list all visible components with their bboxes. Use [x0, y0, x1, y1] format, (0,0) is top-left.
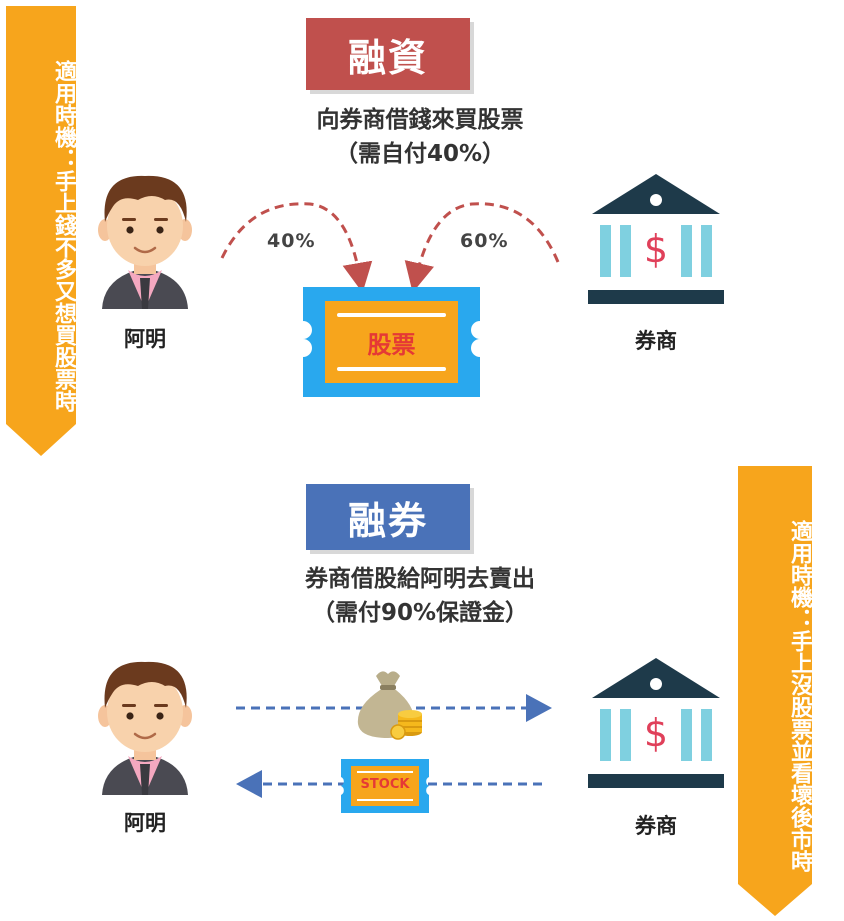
right-usage-banner: 適用時機：手上沒股票並看壞後市時 — [738, 466, 812, 916]
arrow-40-percent — [220, 202, 373, 290]
short-sell-broker-label: 券商 — [635, 814, 677, 838]
right-usage-banner-text: 適用時機：手上沒股票並看壞後市時 — [787, 520, 812, 872]
svg-text:$: $ — [644, 227, 668, 271]
short-sell-line1: 券商借股給阿明去賣出 — [305, 566, 535, 592]
short-sell-title: 融券 — [306, 484, 470, 550]
margin-buy-arrows — [220, 202, 560, 290]
stock-ticket-small-label: STOCK — [360, 777, 410, 792]
margin-buy-title-text: 融資 — [347, 35, 428, 80]
margin-buy-person-label: 阿明 — [124, 327, 166, 351]
margin-buy-line1: 向券商借錢來買股票 — [316, 107, 524, 133]
money-bag-icon — [357, 671, 422, 740]
person-amin-icon — [98, 175, 192, 309]
pct-40-label: 40% — [267, 230, 316, 252]
svg-text:$: $ — [644, 711, 668, 755]
stock-ticket-label: 股票 — [367, 331, 416, 359]
stock-ticket-small-icon: STOCK — [341, 759, 429, 813]
stock-ticket-icon: 股票 — [303, 287, 480, 397]
short-sell-title-text: 融券 — [347, 498, 428, 543]
broker-bank-icon: $ — [588, 658, 724, 788]
broker-bank-icon: $ — [588, 174, 724, 304]
short-sell-person-label: 阿明 — [124, 811, 166, 835]
short-sell-line2: （需付90%保證金） — [311, 600, 529, 626]
margin-buy-line2: （需自付40%） — [334, 141, 506, 167]
pct-60-label: 60% — [460, 230, 509, 252]
margin-buy-broker-label: 券商 — [635, 329, 677, 353]
left-usage-banner: 適用時機：手上錢不多又想買股票時 — [6, 6, 76, 456]
person-amin-icon — [98, 661, 192, 795]
left-usage-banner-text: 適用時機：手上錢不多又想買股票時 — [51, 60, 76, 412]
margin-buy-title: 融資 — [306, 18, 470, 90]
arrow-60-percent — [404, 202, 560, 290]
